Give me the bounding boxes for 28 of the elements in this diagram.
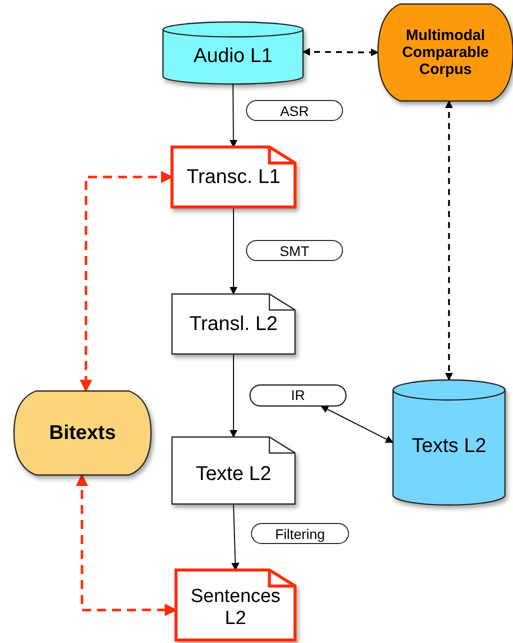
node-label: Multimodal Comparable Corpus: [401, 26, 490, 78]
node-label: Sentences L2: [190, 586, 282, 630]
arrow: [229, 84, 238, 148]
edge-label: Filtering: [251, 523, 349, 544]
node-label: Texte L2: [196, 463, 272, 486]
arrow: [231, 504, 240, 571]
arrow: [302, 48, 379, 56]
node-label: Audio L1: [194, 44, 272, 68]
document-shape: [176, 570, 295, 640]
document-shape: [172, 147, 295, 207]
node-label: Bitexts: [49, 422, 116, 444]
document-shape: [172, 294, 295, 354]
edge-label: ASR: [246, 100, 343, 121]
rounded-box: [378, 4, 513, 101]
node-label: IR: [291, 387, 305, 404]
node-label: Texts L2: [412, 435, 486, 458]
document-shape: [172, 437, 295, 504]
node-label: Transl. L2: [189, 312, 278, 336]
arrow: [230, 206, 238, 295]
pill-label: [250, 385, 346, 406]
database-cylinder: [393, 380, 505, 505]
node-label: Transc. L1: [186, 166, 280, 188]
rounded-box: [14, 391, 151, 475]
arrow: [320, 406, 394, 443]
database-cylinder: [163, 22, 303, 84]
edge-label: SMT: [246, 240, 343, 261]
arrow: [230, 354, 238, 438]
arrow: [445, 100, 453, 381]
